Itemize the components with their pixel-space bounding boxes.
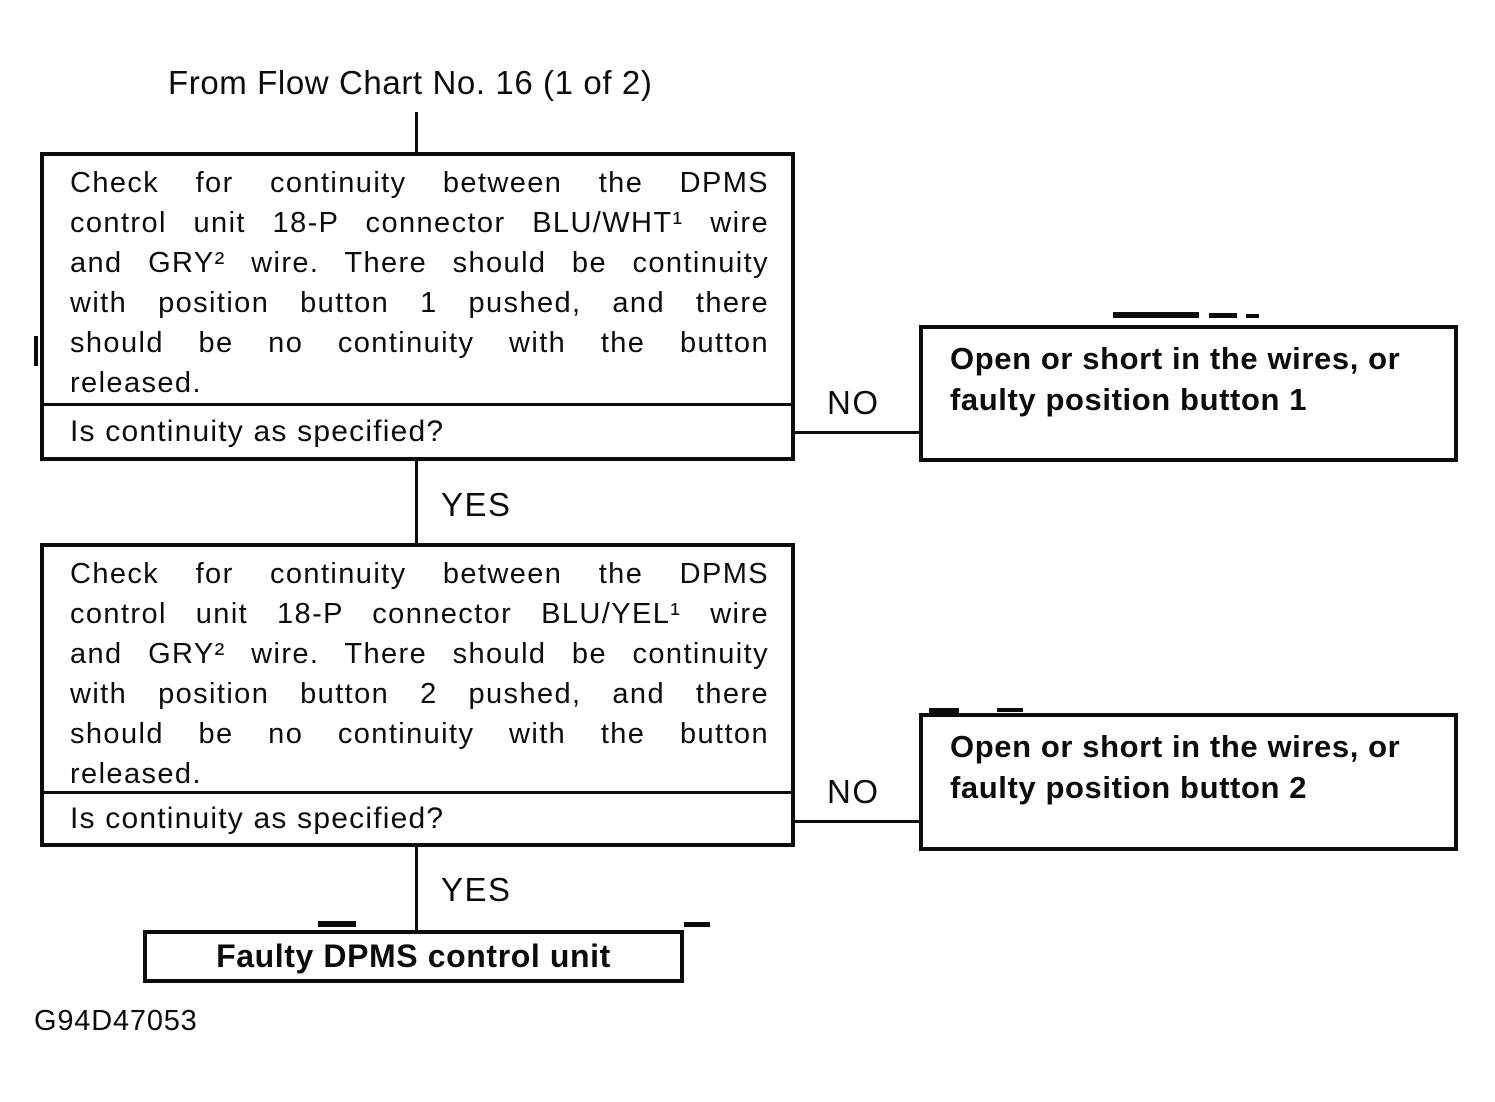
text-line: and GRY² wire. There should be continuit… xyxy=(70,638,769,670)
connector-yes-1-line xyxy=(415,461,418,543)
scan-artifact xyxy=(1113,312,1199,318)
text-line: should be no continuity with the button xyxy=(70,327,769,359)
final-result-text: Faulty DPMS control unit xyxy=(216,938,611,974)
text-line: Check for continuity between the DPMS xyxy=(70,558,769,590)
step-2-no-result-box: Open or short in the wires, or faulty pos… xyxy=(919,713,1458,851)
text-line: Check for continuity between the DPMS xyxy=(70,167,769,199)
no-label-2: NO xyxy=(827,773,880,810)
connector-entry-line xyxy=(415,112,418,152)
connector-no-2-line xyxy=(795,820,919,823)
text-line: Open or short in the wires, or xyxy=(950,729,1401,764)
scan-artifact xyxy=(684,922,710,927)
step-2-description: Check for continuity between the DPMS con… xyxy=(44,547,791,791)
text-line: and GRY² wire. There should be continuit… xyxy=(70,247,769,279)
step-1-no-result-box: Open or short in the wires, or faulty pos… xyxy=(919,325,1458,462)
text-line: control unit 18-P connector BLU/YEL¹ wir… xyxy=(70,598,769,630)
yes-label-1: YES xyxy=(441,486,512,523)
step-2-box: Check for continuity between the DPMS con… xyxy=(40,543,795,847)
figure-code: G94D47053 xyxy=(34,1005,198,1037)
yes-label-2: YES xyxy=(441,871,512,908)
source-label: From Flow Chart No. 16 (1 of 2) xyxy=(168,64,653,101)
no-label-1: NO xyxy=(827,384,880,421)
step-1-description: Check for continuity between the DPMS con… xyxy=(44,156,791,403)
text-line: faulty position button 1 xyxy=(950,382,1308,417)
text-line: Open or short in the wires, or xyxy=(950,341,1401,376)
connector-yes-2-line xyxy=(415,847,418,930)
step-2-question: Is continuity as specified? xyxy=(44,791,791,843)
scan-artifact xyxy=(997,708,1023,712)
scan-artifact xyxy=(1209,313,1237,318)
text-line: released. xyxy=(70,367,202,399)
text-line: should be no continuity with the button xyxy=(70,718,769,750)
scan-artifact xyxy=(318,921,356,927)
text-line: control unit 18-P connector BLU/WHT¹ wir… xyxy=(70,207,769,239)
text-line: with position button 1 pushed, and there xyxy=(70,287,769,319)
scan-artifact xyxy=(34,336,38,366)
final-result-box: Faulty DPMS control unit xyxy=(143,930,684,983)
connector-no-1-line xyxy=(795,431,919,434)
text-line: released. xyxy=(70,758,202,790)
text-line: with position button 2 pushed, and there xyxy=(70,678,769,710)
step-1-question: Is continuity as specified? xyxy=(44,403,791,457)
scan-artifact xyxy=(1246,314,1259,318)
text-line: faulty position button 2 xyxy=(950,770,1308,805)
step-1-box: Check for continuity between the DPMS con… xyxy=(40,152,795,461)
scan-artifact xyxy=(929,708,959,713)
